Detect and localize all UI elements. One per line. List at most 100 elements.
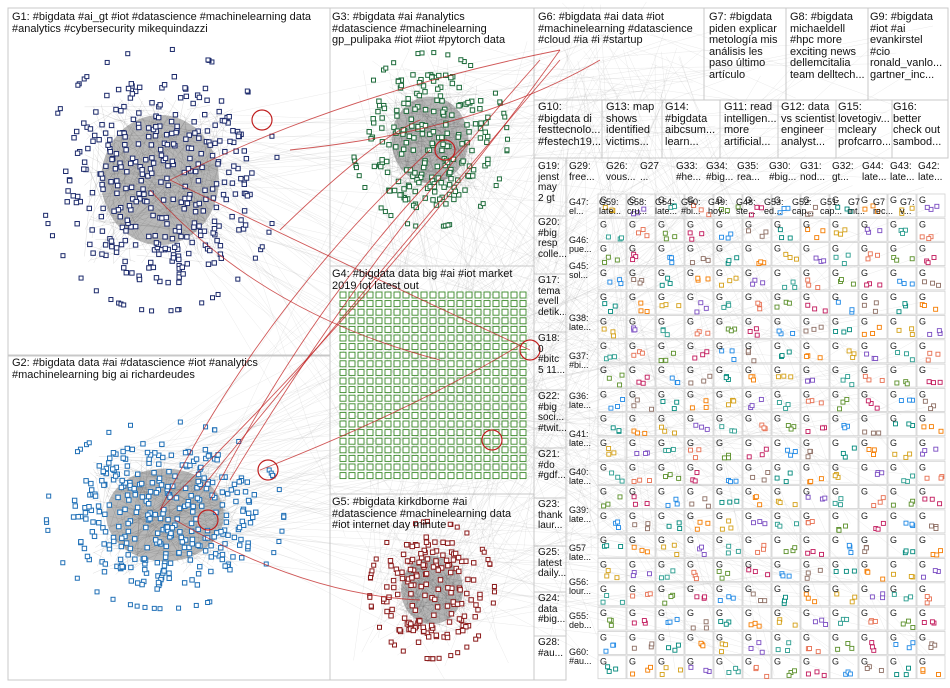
mini-node <box>676 520 682 526</box>
mini-group-label: G <box>629 487 636 497</box>
mini-group-label: G <box>832 219 839 229</box>
mini-node <box>659 424 664 430</box>
mini-group-box <box>800 193 830 218</box>
mini-group-label: G <box>890 560 897 570</box>
mini-node <box>765 470 771 475</box>
mini-node <box>719 348 725 354</box>
mini-group-box <box>597 485 627 510</box>
mini-node <box>725 235 731 241</box>
cluster-edge <box>142 110 233 245</box>
mini-group-box <box>742 412 772 437</box>
mini-group-box <box>858 290 888 315</box>
mini-node <box>894 672 900 678</box>
g4-node <box>519 472 527 480</box>
mini-group-box <box>684 412 714 437</box>
g2-node <box>83 478 89 484</box>
g5-node <box>420 624 426 630</box>
mini-node <box>776 400 782 405</box>
mini-group-box <box>742 436 772 461</box>
g4-node <box>366 308 374 316</box>
g4-node <box>384 429 392 437</box>
g4-node <box>447 343 455 351</box>
g4-node <box>429 403 437 411</box>
g1-node <box>192 208 199 215</box>
g3-outer-node <box>370 77 376 83</box>
g5-node <box>423 581 429 587</box>
mini-node <box>903 454 909 460</box>
g2-node <box>146 456 152 462</box>
g3-node <box>422 106 429 113</box>
g2-node <box>176 550 182 556</box>
mini-node <box>933 446 939 452</box>
g4-node <box>420 334 428 342</box>
mini-group-box <box>771 339 801 364</box>
mini-node <box>873 356 879 361</box>
g1-node <box>148 142 155 148</box>
mini-group-box <box>655 655 685 680</box>
g4-node <box>348 472 356 480</box>
cluster-edge <box>433 107 438 141</box>
mini-node <box>840 450 846 456</box>
mini-node <box>820 228 826 234</box>
g1-node <box>243 175 250 181</box>
g1-outer-node <box>274 154 280 160</box>
cluster-edge <box>426 102 452 118</box>
edge <box>361 65 657 653</box>
g1-outer-node <box>175 307 181 313</box>
mini-group-label: G <box>803 268 810 278</box>
mini-node <box>644 233 650 239</box>
cluster-edge <box>410 550 435 596</box>
g1-node <box>136 124 142 131</box>
g2-node <box>117 509 123 515</box>
edge <box>444 52 897 95</box>
g3-node <box>371 163 378 170</box>
mini-node <box>924 594 930 599</box>
g5-outer-node <box>436 655 442 661</box>
edge <box>481 474 713 573</box>
mini-node <box>671 406 677 412</box>
g4-node <box>492 403 500 411</box>
mini-group-box <box>626 412 656 437</box>
mini-group-label: G <box>600 535 607 545</box>
g4-node <box>438 368 446 376</box>
g2-node <box>190 503 196 510</box>
mini-node <box>634 397 640 403</box>
g3-node <box>419 131 426 137</box>
mini-group-box <box>916 266 946 291</box>
g1-node <box>196 223 202 229</box>
mini-node <box>726 543 732 549</box>
g5-node <box>443 557 450 564</box>
mini-group-box <box>597 606 627 631</box>
g1-node <box>81 166 87 172</box>
cluster-edge <box>187 105 211 110</box>
g4-node <box>501 411 509 419</box>
mini-group-box <box>713 582 743 607</box>
mini-group-label: G <box>629 608 636 618</box>
mini-group-box <box>713 363 743 388</box>
g1-node <box>226 169 232 176</box>
mini-node <box>606 451 612 457</box>
mini-node <box>764 673 770 679</box>
mini-group-label: G <box>803 414 810 424</box>
g1-node <box>113 151 120 157</box>
mini-node <box>674 501 680 507</box>
g1-node <box>129 270 135 276</box>
g5-node <box>384 584 390 590</box>
mini-group-box <box>771 217 801 242</box>
mini-group-box <box>742 460 772 485</box>
mini-group-label: G <box>658 414 665 424</box>
mini-group-box <box>887 217 917 242</box>
mini-node <box>659 303 665 309</box>
g2-node <box>178 534 184 541</box>
g3-node <box>478 120 484 126</box>
g1-node <box>113 245 120 251</box>
mini-group-box <box>858 631 888 655</box>
g1-node <box>149 100 155 106</box>
mini-group-box <box>887 193 917 218</box>
g3-outer-node <box>382 209 388 215</box>
mini-node <box>634 450 640 456</box>
mini-node <box>792 545 798 551</box>
mini-node <box>607 354 613 360</box>
mini-node <box>698 300 704 306</box>
g1-node <box>139 167 145 173</box>
